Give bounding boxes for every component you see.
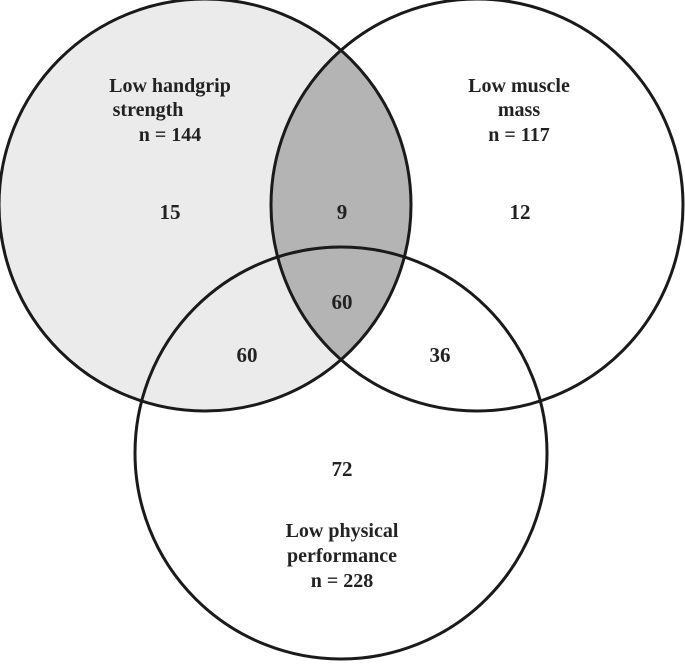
count-muscle-physical: 36: [430, 343, 451, 367]
count-all-three: 60: [332, 290, 353, 314]
physical-label-line2: performance: [287, 545, 397, 567]
handgrip-set-label: Low handgrip strength n = 144: [109, 75, 231, 146]
count-handgrip-physical: 60: [237, 343, 258, 367]
handgrip-label-line2: strength: [113, 99, 184, 121]
count-muscle-only: 12: [510, 200, 531, 224]
muscle-set-label: Low muscle mass n = 117: [468, 75, 570, 146]
handgrip-label-line1: Low handgrip: [109, 75, 231, 97]
physical-circle-outline: [133, 245, 549, 661]
count-handgrip-only: 15: [160, 200, 181, 224]
handgrip-muscle-overlap: [271, 0, 411, 411]
muscle-label-line1: Low muscle: [468, 75, 570, 97]
count-physical-only: 72: [332, 457, 353, 481]
handgrip-muscle-overlap-group: [271, 0, 411, 411]
handgrip-n: n = 144: [139, 124, 202, 146]
physical-n: n = 228: [311, 570, 374, 592]
muscle-label-line2: mass: [498, 99, 540, 121]
count-handgrip-muscle: 9: [337, 200, 348, 224]
muscle-n: n = 117: [488, 124, 549, 146]
physical-set-label: Low physical performance n = 228: [286, 520, 399, 592]
muscle-circle-outline: [269, 0, 685, 413]
physical-label-line1: Low physical: [286, 520, 399, 542]
handgrip-circle-outline: [0, 0, 413, 413]
